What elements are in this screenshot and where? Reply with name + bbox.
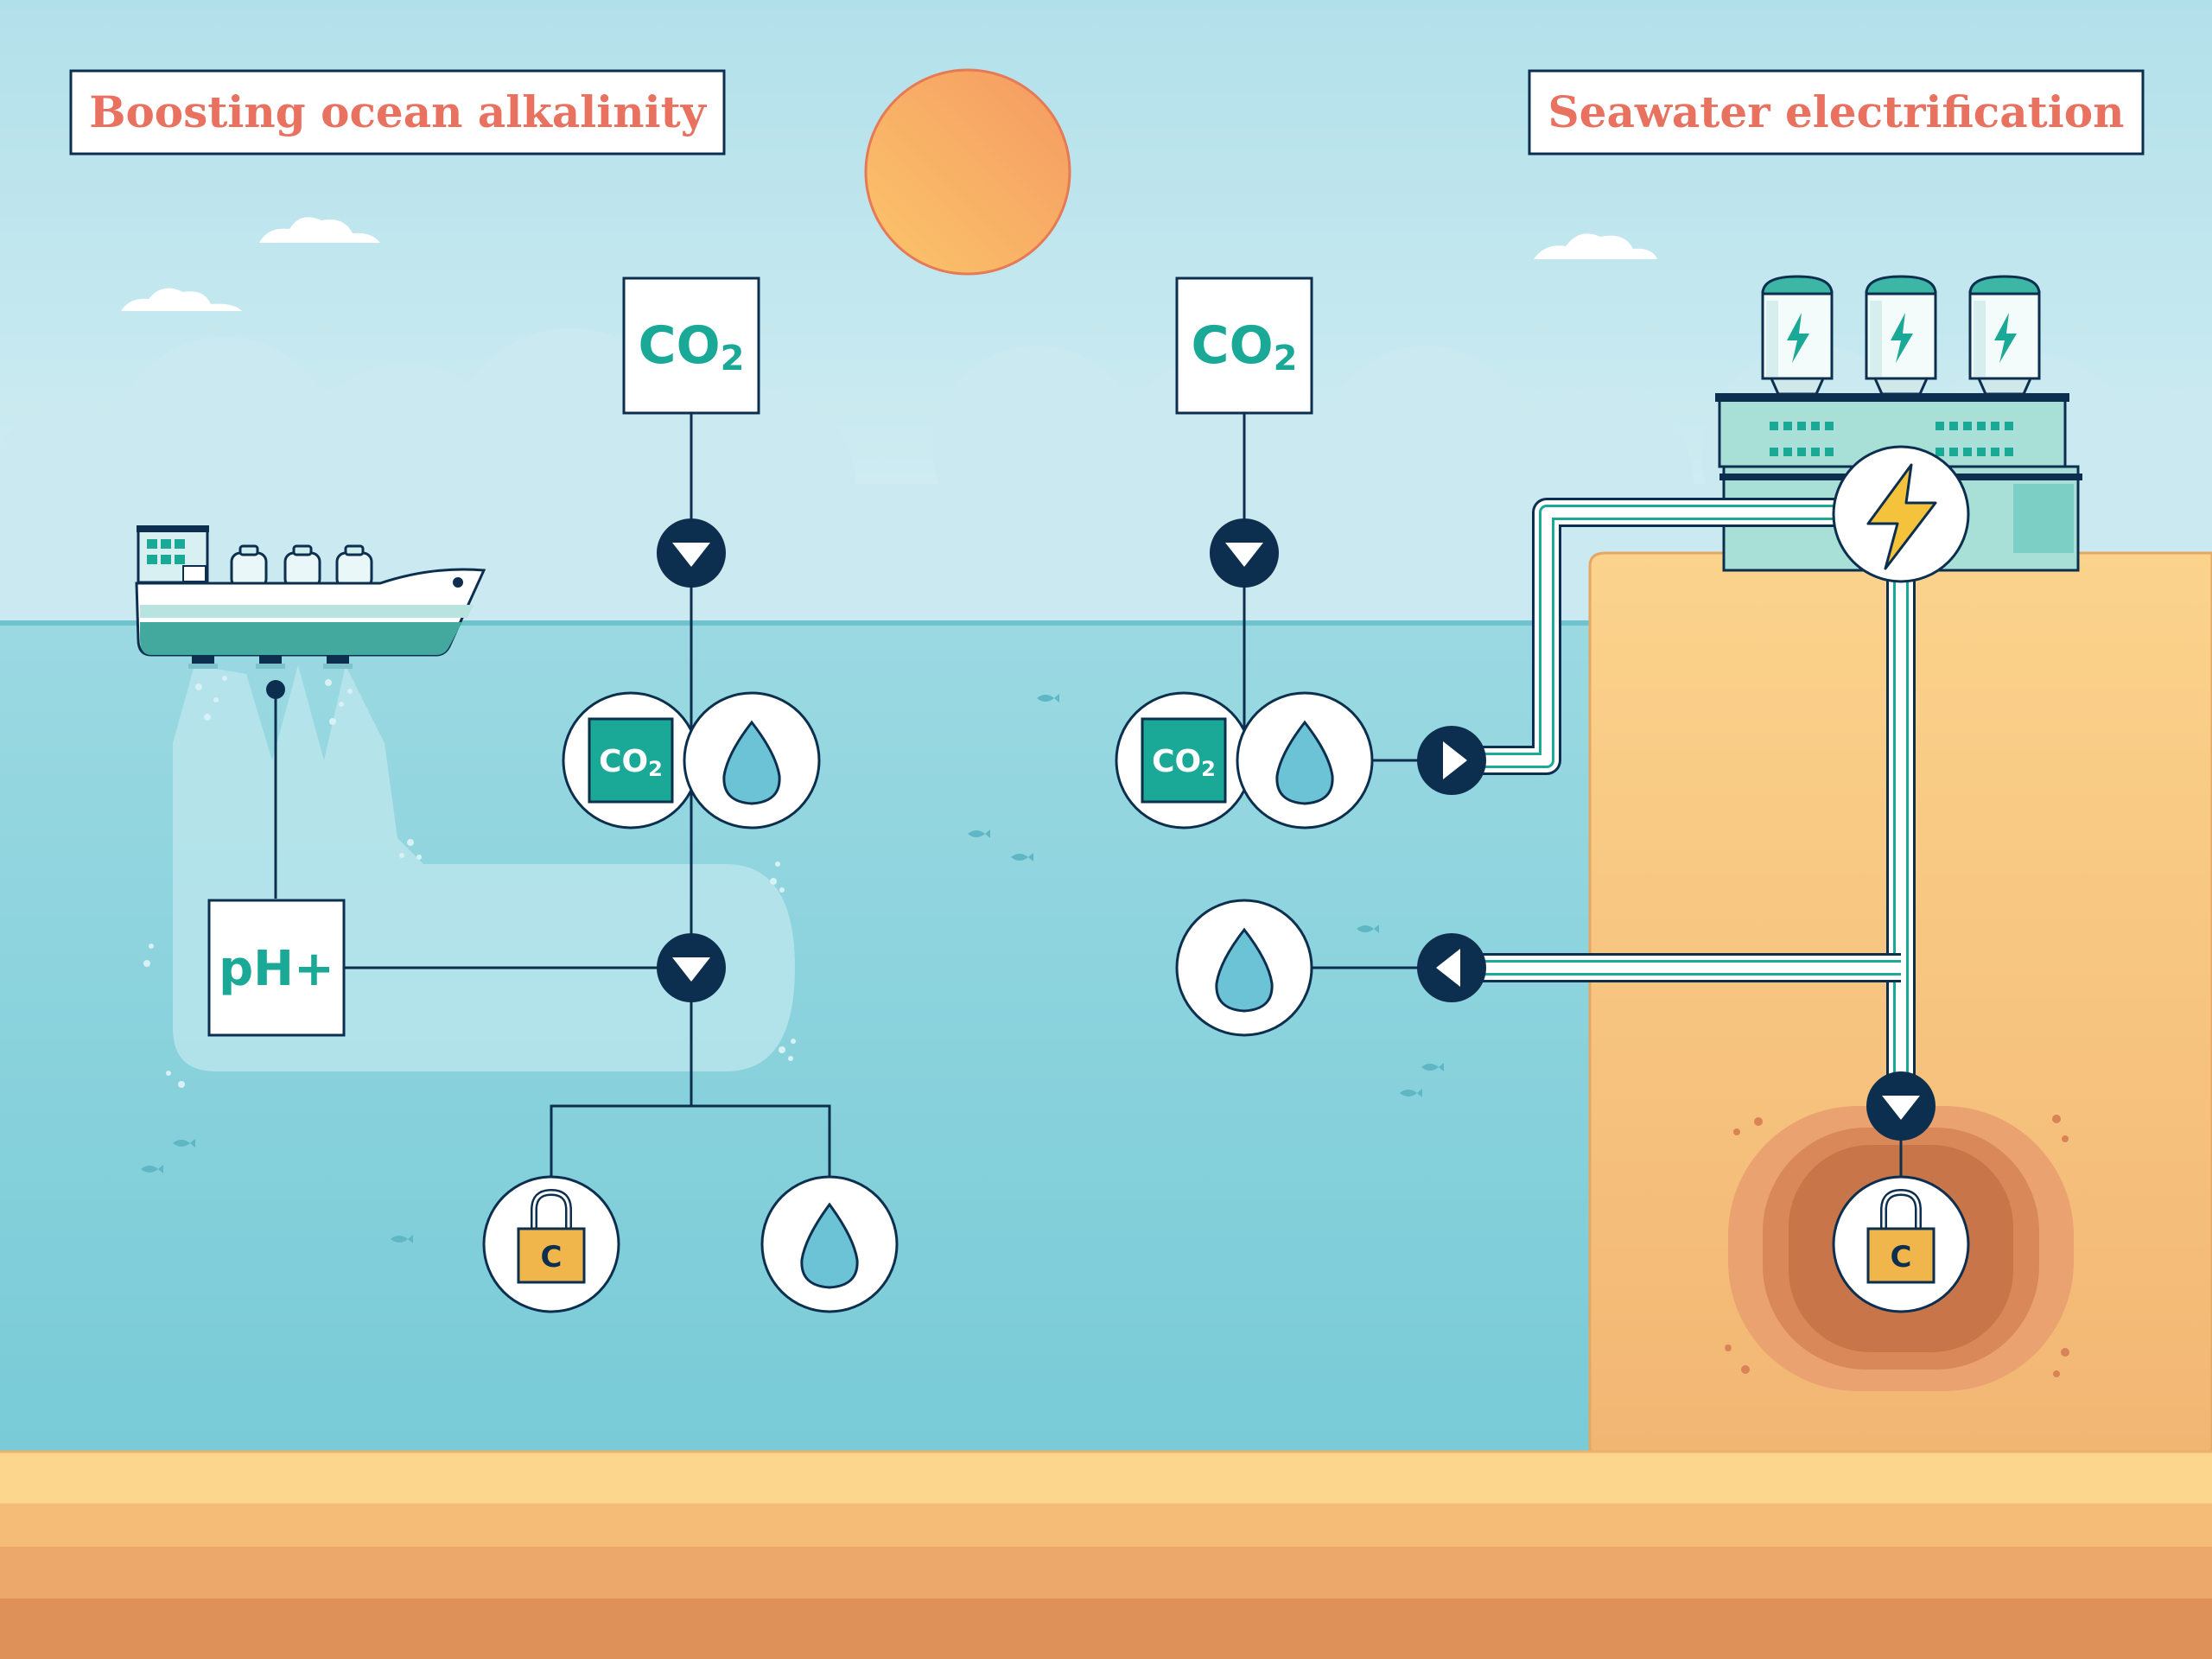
water-drop-icon [800, 1202, 859, 1289]
water-drop-node [1175, 899, 1313, 1037]
water-drop-icon [1275, 720, 1334, 805]
stored-carbon-node: C [1832, 1175, 1970, 1313]
water-drop-icon [1215, 927, 1274, 1013]
white-clouds [121, 217, 1657, 311]
water-drop-icon [722, 720, 781, 805]
arrow-down-icon [1866, 1071, 1936, 1141]
electrification-node [1832, 445, 1970, 583]
co2-subscript: 2 [721, 339, 745, 378]
ph-box: pH+ [207, 899, 346, 1037]
carbon-label: C [1891, 1240, 1912, 1274]
co2-label: CO [639, 315, 721, 376]
title-left: Boosting ocean alkalinity [89, 86, 708, 137]
lightning-bolt-icon [1866, 463, 1937, 570]
co2-box-right: CO2 [1175, 276, 1313, 415]
seabed [0, 1450, 2212, 1659]
co2-label: CO [1152, 744, 1201, 779]
co2-subscript: 2 [1274, 339, 1298, 378]
sun-icon [864, 68, 1071, 276]
dissolved-co2-left: CO2 [562, 691, 700, 830]
stored-carbon-node: C [482, 1175, 620, 1313]
pipes [1452, 498, 1916, 1106]
title-box-right: Seawater electrification [1528, 69, 2145, 156]
svg-text:CO2: CO2 [599, 744, 663, 781]
arrow-right-icon [1417, 726, 1486, 795]
arrow-left-icon [1417, 933, 1486, 1002]
co2-subscript: 2 [1201, 757, 1216, 781]
svg-text:CO2: CO2 [1152, 744, 1216, 781]
arrow-down-icon [657, 933, 726, 1002]
co2-label: CO [599, 744, 648, 779]
bubbles [143, 676, 796, 1088]
water-drop-node [683, 691, 821, 830]
co2-label: CO [1192, 315, 1274, 376]
co2-box-left: CO2 [622, 276, 760, 415]
ph-label: pH+ [219, 941, 334, 997]
sea-surface-line [0, 620, 1594, 626]
battery-bolt-icons [1787, 313, 2017, 363]
co2-subscript: 2 [648, 757, 663, 781]
arrow-down-icon [1210, 518, 1279, 588]
title-right: Seawater electrification [1548, 86, 2125, 137]
fish [141, 694, 1444, 1243]
svg-text:CO2: CO2 [639, 315, 745, 378]
arrow-down-icon [657, 518, 726, 588]
water-drop-node [760, 1175, 899, 1313]
water-drop-node [1236, 691, 1374, 830]
dissolved-co2-right: CO2 [1115, 691, 1253, 830]
carbon-label: C [541, 1240, 563, 1274]
svg-text:CO2: CO2 [1192, 315, 1298, 378]
ship [135, 525, 486, 699]
title-box-left: Boosting ocean alkalinity [69, 69, 726, 156]
